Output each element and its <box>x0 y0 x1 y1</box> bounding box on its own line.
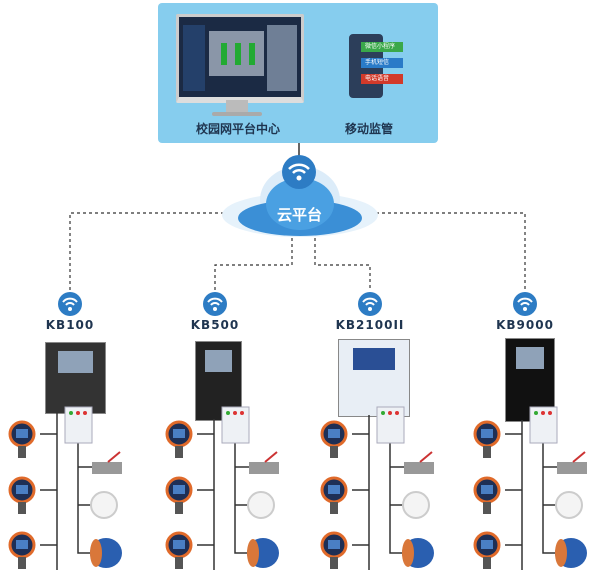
gas-detector-icon <box>473 531 501 569</box>
gas-detector-icon <box>473 476 501 514</box>
mobile-label: 移动监管 <box>345 122 394 136</box>
monitor-stand <box>226 100 248 112</box>
gas-alarm-controller[interactable] <box>338 339 410 417</box>
fan-icon <box>555 538 587 568</box>
wifi-icon <box>282 155 316 189</box>
relay-box <box>64 406 93 444</box>
wifi-icon <box>58 292 82 316</box>
fan-icon <box>247 538 279 568</box>
damper-icon <box>90 491 118 519</box>
damper-icon <box>247 491 275 519</box>
fan-icon <box>402 538 434 568</box>
valve-icon <box>404 451 434 474</box>
phone-icon: 微信小程序 手机短信 电话语音 <box>349 34 403 98</box>
controller-model-label: KB9000 <box>496 318 554 332</box>
fan-icon <box>90 538 122 568</box>
gas-detector-icon <box>473 420 501 458</box>
gas-alarm-controller[interactable] <box>45 342 106 414</box>
gas-detector-icon <box>8 420 36 458</box>
channel-wechat: 微信小程序 <box>361 42 403 52</box>
channel-sms: 手机短信 <box>361 58 403 68</box>
monitor-base <box>212 112 262 116</box>
damper-icon <box>402 491 430 519</box>
gas-detector-icon <box>320 476 348 514</box>
valve-icon <box>249 451 279 474</box>
cloud-icon <box>222 166 378 237</box>
gas-detector-icon <box>165 476 193 514</box>
gas-detector-icon <box>8 531 36 569</box>
platform-center-label: 校园网平台中心 <box>196 122 281 136</box>
valve-icon <box>92 451 122 474</box>
wifi-icon <box>203 292 227 316</box>
controller-model-label: KB500 <box>190 318 240 332</box>
wifi-icon <box>358 292 382 316</box>
gas-detector-icon <box>8 476 36 514</box>
controller-model-label: KB100 <box>45 318 95 332</box>
channel-voice: 电话语音 <box>361 74 403 84</box>
relay-box <box>376 406 405 444</box>
monitor-icon <box>176 14 304 103</box>
gas-detector-icon <box>165 420 193 458</box>
valve-icon <box>557 451 587 474</box>
cloud-platform-label: 云平台 <box>277 206 323 224</box>
gas-detector-icon <box>320 420 348 458</box>
gas-detector-icon <box>165 531 193 569</box>
relay-box <box>529 406 558 444</box>
wifi-icon <box>513 292 537 316</box>
damper-icon <box>555 491 583 519</box>
gas-detector-icon <box>320 531 348 569</box>
relay-box <box>221 406 250 444</box>
controller-model-label: KB2100II <box>335 318 405 332</box>
